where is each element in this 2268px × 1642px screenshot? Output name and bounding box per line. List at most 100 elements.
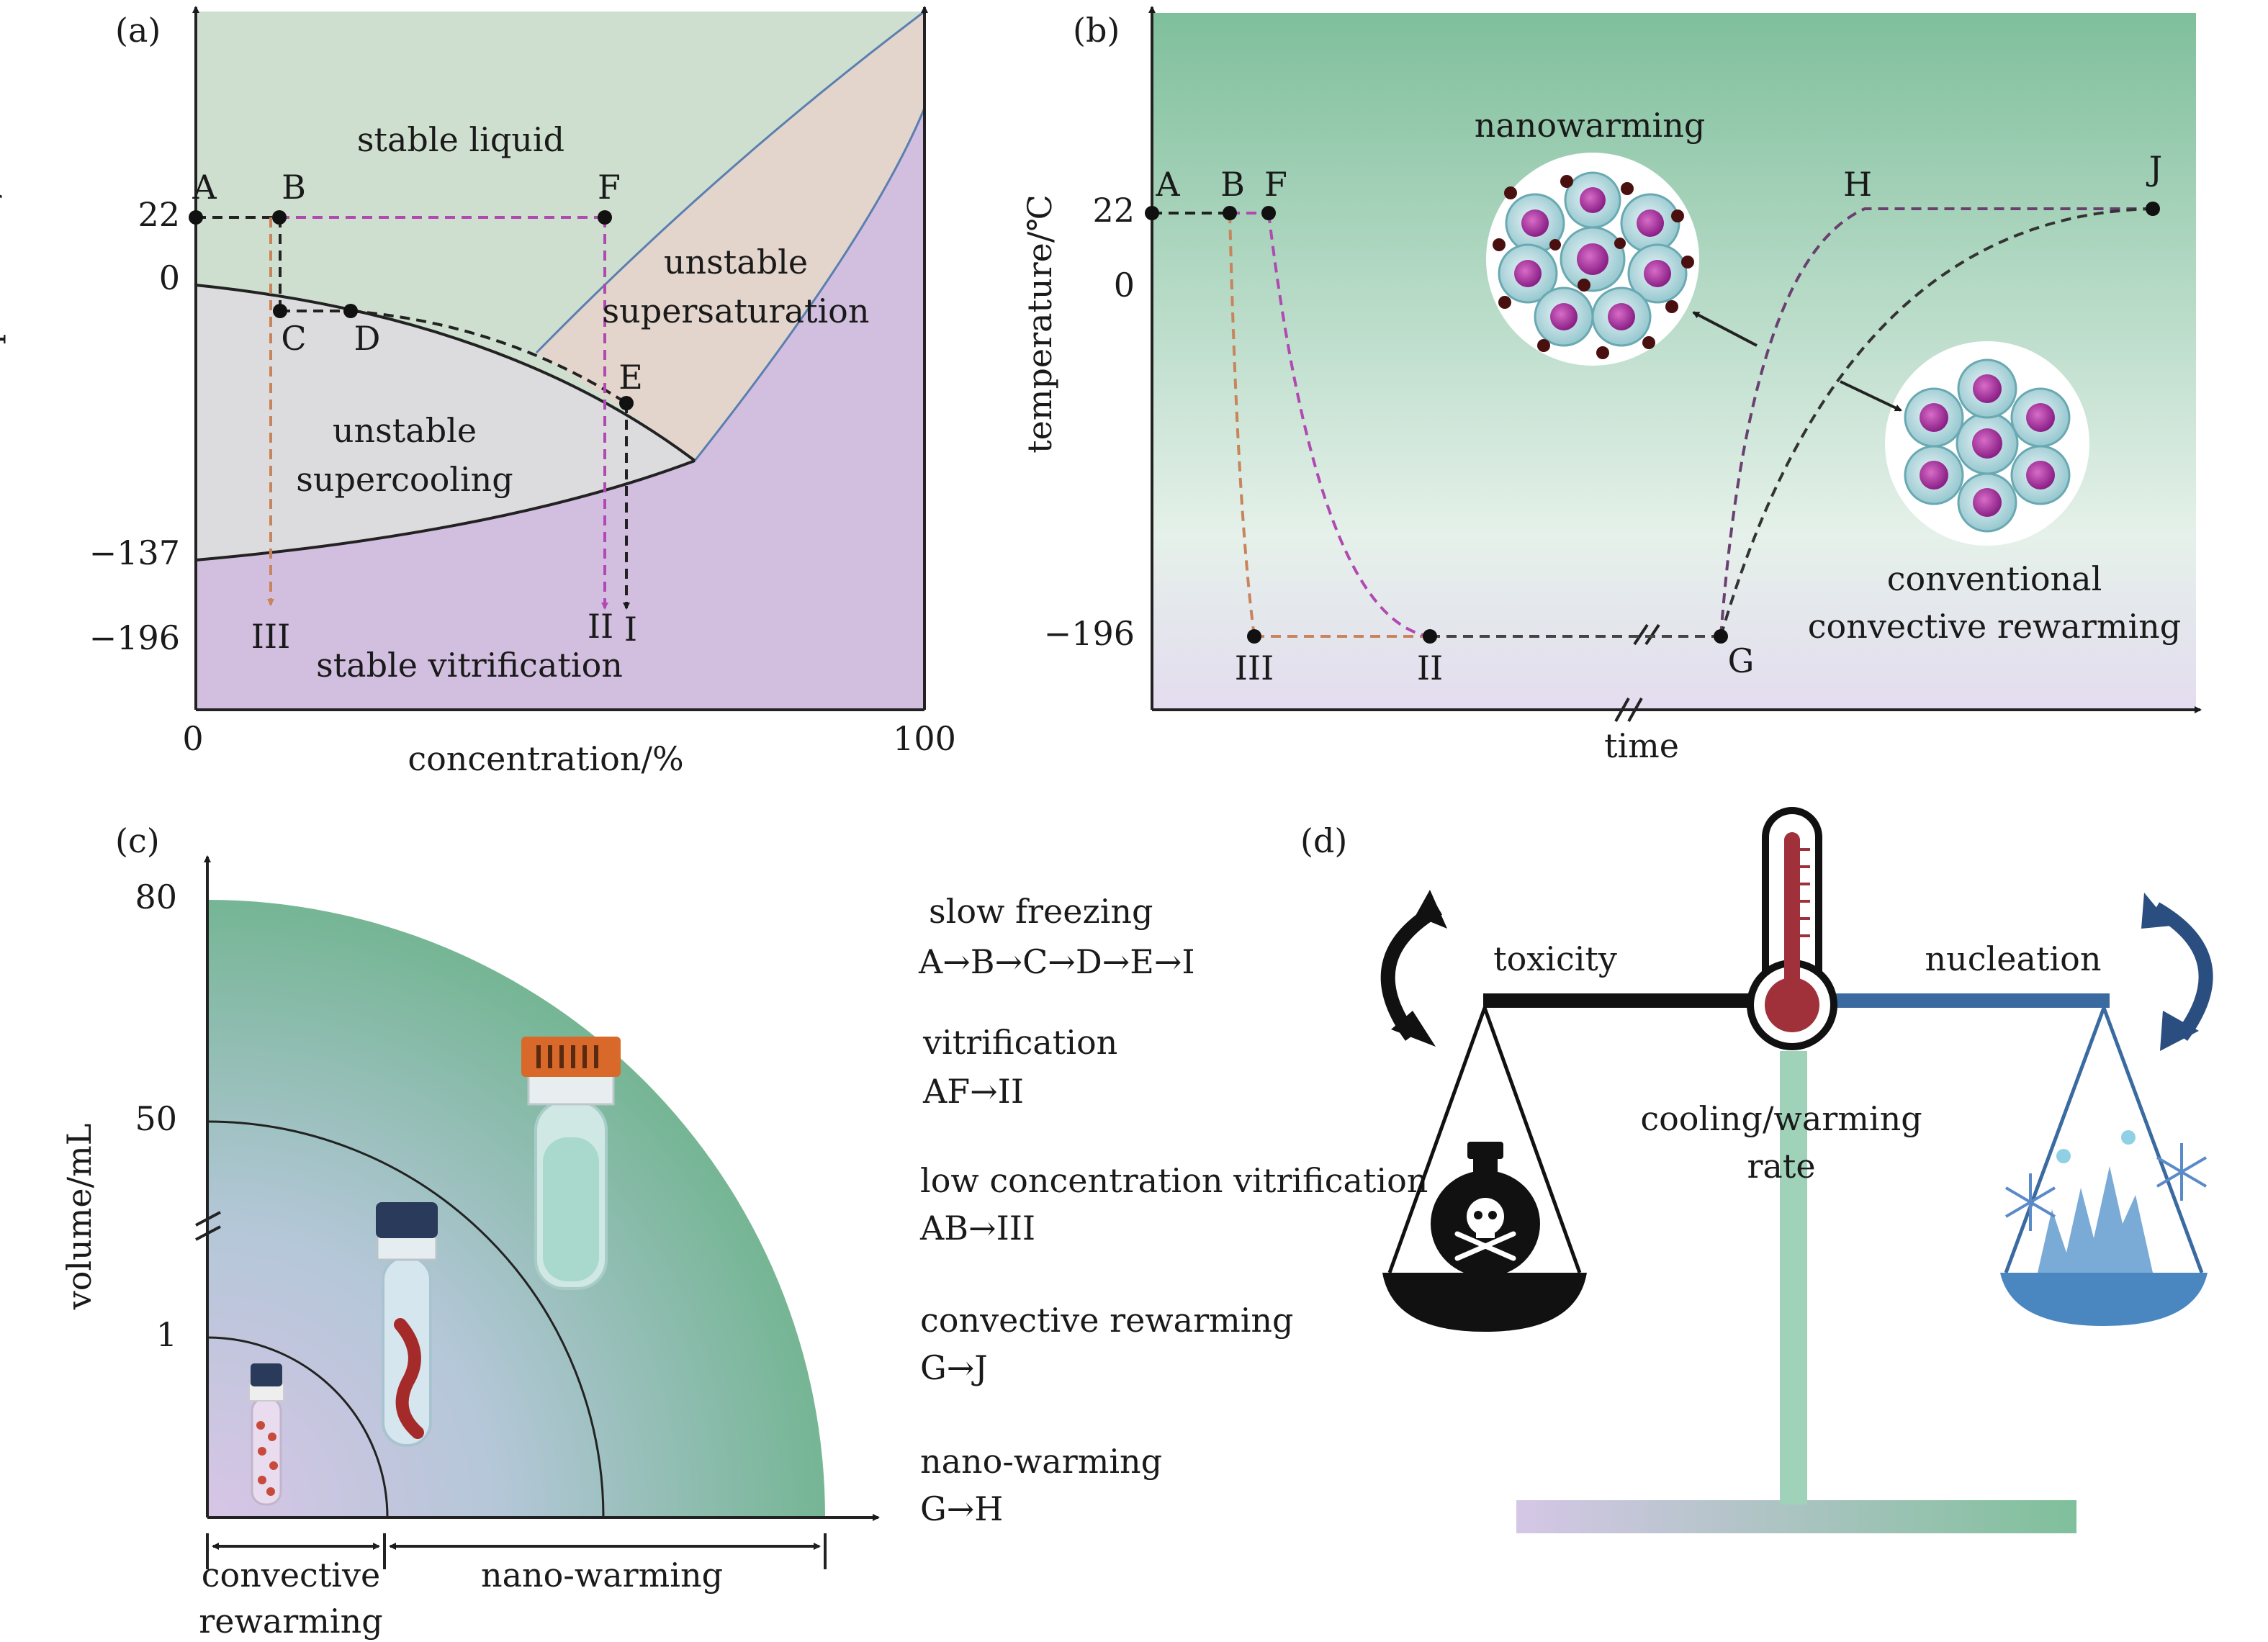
b-label-g: G <box>1728 641 1755 680</box>
c-ytick-1: 1 <box>156 1315 177 1354</box>
label-unstable-1: unstable <box>664 243 808 281</box>
nucleation-pan-icon <box>2000 1007 2208 1326</box>
label-point-a: A <box>192 168 217 207</box>
a-ytick-22: 22 <box>138 195 180 234</box>
b-label-h: H <box>1843 165 1872 204</box>
label-toxicity: toxicity <box>1493 939 1617 978</box>
toxicity-pan-icon <box>1382 1007 1587 1332</box>
balance-pole <box>1780 1051 1807 1505</box>
b-path-nanowarming <box>1719 207 2153 637</box>
devitrification-curve <box>693 107 926 461</box>
label-rate: rate <box>1747 1147 1815 1186</box>
label-stable-vitrification: stable vitrification <box>316 646 623 685</box>
label-nucleation: nucleation <box>1925 939 2102 978</box>
region-supercooling <box>196 285 695 560</box>
label-conventional-1: conventional <box>1887 559 2102 598</box>
b-label-b: B <box>1220 165 1245 204</box>
axis-break-b <box>1614 623 1660 722</box>
panel-c-ylabel: volume/mL <box>60 1124 99 1311</box>
b-point-f <box>1261 206 1276 220</box>
panel-b: (b) temperature/℃ 22 0 −196 time A B F I… <box>1020 6 2202 765</box>
glass-transition-curve <box>195 459 696 561</box>
process-vitrification-path: AF→II <box>922 1072 1024 1111</box>
path-d-e <box>350 310 628 405</box>
melting-curve <box>195 284 696 462</box>
a-ytick-137: −137 <box>89 533 180 572</box>
b-path-convective <box>1719 207 2154 637</box>
b-point-g <box>1714 629 1728 644</box>
label-cooling-warming: cooling/warming <box>1640 1099 1922 1138</box>
panel-b-ylabel: temperature/℃ <box>1020 194 1059 454</box>
b-point-j <box>2146 202 2160 216</box>
nanowarming-cells-icon <box>1486 153 1699 366</box>
label-point-f: F <box>598 168 621 207</box>
point-a <box>189 210 203 225</box>
panel-d-tag: (d) <box>1300 821 1347 860</box>
b-ytick-0: 0 <box>1114 266 1135 305</box>
c-ytick-50: 50 <box>135 1099 177 1138</box>
process-nano-path: G→H <box>920 1489 1003 1528</box>
label-nano-warming-range: nano-warming <box>481 1556 723 1594</box>
label-unstable-2: unstable <box>333 411 477 450</box>
c-ytick-80: 80 <box>135 878 177 916</box>
tube-small-icon <box>248 1363 284 1506</box>
point-c <box>273 304 287 318</box>
panel-b-tag: (b) <box>1073 11 1120 50</box>
ice-crystals-icon <box>2038 1166 2153 1273</box>
b-point-a <box>1145 206 1159 220</box>
tube-medium-icon <box>376 1202 438 1447</box>
point-e <box>619 396 634 410</box>
process-nano-name: nano-warming <box>920 1442 1162 1481</box>
snowflake-icon <box>2004 1143 2208 1231</box>
b-point-b <box>1223 206 1237 220</box>
b-point-ii <box>1423 629 1437 644</box>
b-label-j: J <box>2146 149 2162 188</box>
label-point-iii-a: III <box>251 617 291 656</box>
b-ytick-196: −196 <box>1044 614 1135 653</box>
balance-base <box>1516 1500 2076 1533</box>
arc-1ml <box>207 1336 389 1518</box>
a-ytick-196: −196 <box>89 618 180 657</box>
panel-d: (d) toxicity nucleation cooling/warming … <box>1300 807 2213 1533</box>
curved-arrow-left-icon <box>1380 902 1443 1041</box>
range-markers-c <box>206 1533 827 1569</box>
label-stable-liquid: stable liquid <box>357 120 564 159</box>
process-low-conc-name: low concentration vitrification <box>920 1161 1428 1200</box>
arrow-to-nanowarming <box>1692 311 1758 347</box>
skull-icon <box>1467 1198 1504 1238</box>
label-conventional-2: convective rewarming <box>1808 607 2182 646</box>
b-point-iii <box>1247 629 1261 644</box>
b-path-f-ii <box>1267 212 1431 638</box>
label-point-d: D <box>354 319 381 358</box>
panel-a-xlabel: concentration/% <box>408 739 683 778</box>
process-list: slow freezing A→B→C→D→E→I vitrification … <box>918 892 1428 1528</box>
panel-b-xlabel: time <box>1604 726 1679 765</box>
process-convective-name: convective rewarming <box>920 1301 1294 1340</box>
label-nanowarming: nanowarming <box>1475 106 1706 145</box>
panel-a-tag: (a) <box>115 11 161 50</box>
region-supersaturation <box>536 12 924 461</box>
solubility-curve <box>535 10 925 354</box>
process-low-conc-path: AB→III <box>919 1209 1035 1248</box>
label-point-ii-a: II <box>588 607 613 646</box>
process-vitrification-name: vitrification <box>922 1023 1117 1062</box>
process-slow-freezing-name: slow freezing <box>929 892 1153 931</box>
arrow-to-conventional <box>1840 380 1902 412</box>
arc-50ml <box>207 1120 605 1518</box>
point-d <box>343 304 358 318</box>
label-point-b: B <box>282 168 306 207</box>
b-ytick-22: 22 <box>1092 191 1135 230</box>
thermometer-icon <box>1747 807 1837 1050</box>
panel-a: (a) temperature/℃ 22 0 −137 −196 0 100 c… <box>0 6 956 778</box>
a-ytick-0: 0 <box>159 258 180 297</box>
label-convective: convective <box>202 1556 380 1594</box>
b-path-b-iii <box>1228 212 1256 637</box>
label-point-c: C <box>281 319 306 358</box>
process-convective-path: G→J <box>920 1348 988 1387</box>
point-f <box>598 210 612 225</box>
label-point-i-a: I <box>624 610 637 649</box>
process-slow-freezing-path: A→B→C→D→E→I <box>918 942 1195 981</box>
point-b <box>272 210 287 225</box>
label-point-e: E <box>618 358 643 397</box>
